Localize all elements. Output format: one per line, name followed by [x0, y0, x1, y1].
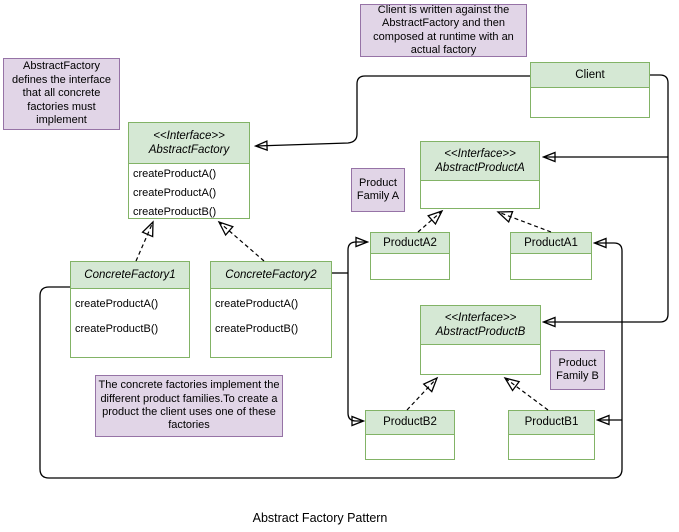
edge-client-to-abstractfactory — [256, 75, 530, 146]
class-product-b1: ProductB1 — [508, 410, 595, 460]
note-product-family-a: Product Family A — [351, 168, 405, 212]
realization-concretefactory2-to-abstractfactory — [217, 220, 265, 262]
class-name: ConcreteFactory1 — [84, 268, 176, 281]
realization-productb2-to-abstractproductb — [406, 376, 439, 411]
class-concrete-factory-2-body: createProductA() createProductB() — [211, 289, 331, 339]
class-name: ConcreteFactory2 — [225, 268, 317, 281]
realization-producta2-to-abstractproducta — [417, 209, 444, 233]
class-name: ProductB2 — [383, 416, 437, 429]
class-name: ProductA2 — [383, 236, 437, 249]
method: createProductB() — [215, 323, 299, 335]
class-concrete-factory-1-body: createProductA() createProductB() — [71, 289, 189, 339]
class-abstract-product-b-header: <<Interface>> AbstractProductB — [421, 306, 540, 345]
stereotype: <<Interface>> — [153, 129, 225, 142]
method: createProductB() — [133, 206, 217, 218]
class-name: ProductA1 — [524, 236, 578, 249]
realization-concretefactory1-to-abstractfactory — [135, 220, 154, 262]
class-abstract-factory: <<Interface>> AbstractFactory createProd… — [128, 122, 250, 219]
class-client-header: Client — [531, 63, 649, 88]
class-product-b2-header: ProductB2 — [366, 411, 454, 435]
class-name: AbstractFactory — [148, 144, 230, 156]
edge-concretefactory2-to-producta2 — [347, 242, 367, 273]
class-product-a1-header: ProductA1 — [511, 233, 591, 254]
class-name: AbstractProductB — [435, 326, 526, 338]
method: createProductB() — [75, 323, 159, 335]
class-product-a2-header: ProductA2 — [371, 233, 449, 254]
note-product-family-b: Product Family B — [550, 350, 605, 390]
note-concrete-factories: The concrete factories implement the dif… — [95, 375, 283, 437]
diagram-caption: Abstract Factory Pattern — [252, 511, 388, 525]
class-name: Client — [575, 68, 605, 81]
class-abstract-factory-header: <<Interface>> AbstractFactory — [129, 123, 249, 164]
class-abstract-product-b: <<Interface>> AbstractProductB — [420, 305, 541, 375]
stereotype: <<Interface>> — [444, 311, 517, 324]
realization-producta1-to-abstractproducta — [496, 210, 552, 233]
note-client: Client is written against the AbstractFa… — [360, 4, 527, 57]
method: createProductA() — [133, 168, 217, 180]
class-concrete-factory-2: ConcreteFactory2 createProductA() create… — [210, 261, 332, 358]
edge-concretefactory2-to-productb2 — [347, 273, 363, 421]
class-product-a1: ProductA1 — [510, 232, 592, 280]
class-client: Client — [530, 62, 650, 118]
class-product-b1-header: ProductB1 — [509, 411, 594, 435]
method: createProductA() — [215, 298, 299, 310]
class-product-a2: ProductA2 — [370, 232, 450, 280]
class-concrete-factory-1-header: ConcreteFactory1 — [71, 262, 189, 289]
class-concrete-factory-1: ConcreteFactory1 createProductA() create… — [70, 261, 190, 358]
class-concrete-factory-2-header: ConcreteFactory2 — [211, 262, 331, 289]
stereotype: <<Interface>> — [444, 147, 516, 160]
class-abstract-product-a: <<Interface>> AbstractProductA — [420, 141, 540, 209]
realization-productb1-to-abstractproductb — [503, 376, 549, 411]
class-product-b2: ProductB2 — [365, 410, 455, 460]
class-abstract-factory-body: createProductA() createProductA() create… — [129, 164, 249, 221]
class-name: ProductB1 — [524, 416, 579, 429]
class-name: AbstractProductA — [435, 162, 525, 174]
note-abstract-factory: AbstractFactory defines the interface th… — [3, 58, 120, 130]
method: createProductA() — [133, 187, 217, 199]
class-abstract-product-a-header: <<Interface>> AbstractProductA — [421, 142, 539, 181]
method: createProductA() — [75, 298, 159, 310]
